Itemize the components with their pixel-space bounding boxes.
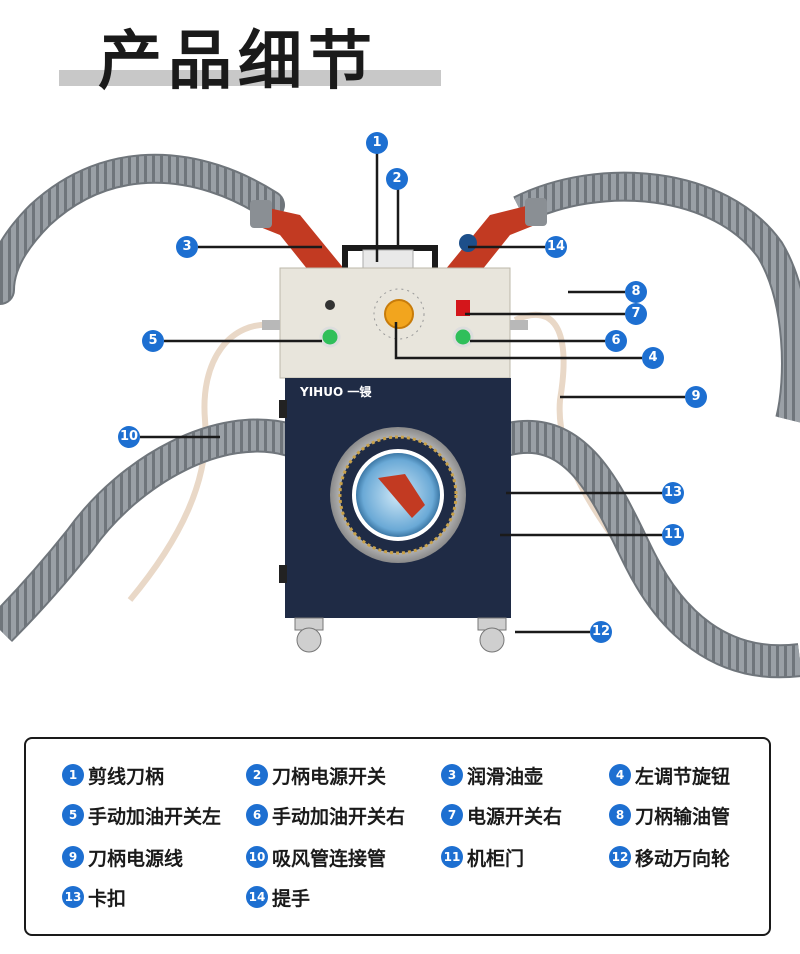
legend-label: 提手 xyxy=(272,887,311,910)
legend-number: 7 xyxy=(441,804,463,826)
legend-number: 1 xyxy=(62,764,84,786)
callout-badge-2: 14 xyxy=(545,236,567,258)
legend-label: 润滑油壶 xyxy=(467,765,544,788)
title-underline-bar xyxy=(59,70,441,86)
callout-badge-10: 10 xyxy=(118,426,140,448)
legend-label: 电源开关右 xyxy=(467,805,563,828)
callout-badge-13: 13 xyxy=(662,482,684,504)
legend-number: 9 xyxy=(62,846,84,868)
legend-number: 2 xyxy=(246,764,268,786)
callout-badge-7: 7 xyxy=(625,303,647,325)
page-title: 产品细节 xyxy=(98,25,378,99)
caster-wheels xyxy=(294,617,507,653)
legend-number: 11 xyxy=(441,846,463,868)
legend-label: 刀柄输油管 xyxy=(635,805,731,828)
callout-badge-9: 9 xyxy=(685,386,707,408)
legend-label: 卡扣 xyxy=(88,887,127,910)
legend-number: 10 xyxy=(246,846,268,868)
legend-label: 左调节旋钮 xyxy=(635,765,731,788)
legend-number: 6 xyxy=(246,804,268,826)
left-cutter-handle xyxy=(250,200,345,285)
legend-label: 手动加油开关左 xyxy=(88,805,222,828)
callout-badge-5: 5 xyxy=(142,330,164,352)
legend-label: 移动万向轮 xyxy=(635,847,731,870)
legend-number: 5 xyxy=(62,804,84,826)
callout-badge-12: 12 xyxy=(590,621,612,643)
legend-number: 4 xyxy=(609,764,631,786)
callout-badge-14: 2 xyxy=(386,168,408,190)
legend-label: 吸风管连接管 xyxy=(272,847,387,870)
callout-badge-3: 1 xyxy=(366,132,388,154)
legend-label: 手动加油开关右 xyxy=(272,805,406,828)
right-lower-hose xyxy=(500,419,800,679)
legend-number: 8 xyxy=(609,804,631,826)
legend-number: 13 xyxy=(62,886,84,908)
callout-badge-8: 8 xyxy=(625,281,647,303)
legend-number: 3 xyxy=(441,764,463,786)
legend-number: 14 xyxy=(246,886,268,908)
callout-badge-4: 4 xyxy=(642,347,664,369)
legend-label: 机柜门 xyxy=(467,847,525,870)
legend-label: 剪线刀柄 xyxy=(88,765,165,788)
right-cutter-handle xyxy=(445,198,547,285)
legend-number: 12 xyxy=(609,846,631,868)
legend-label: 刀柄电源开关 xyxy=(272,765,387,788)
left-lower-hose xyxy=(0,418,295,643)
product-photo: YIHUO 一锓 xyxy=(0,150,800,679)
right-upper-hose xyxy=(513,171,800,423)
brand-logo: YIHUO 一锓 xyxy=(299,384,372,399)
callout-badge-1: 3 xyxy=(176,236,198,258)
legend-label: 刀柄电源线 xyxy=(88,847,184,870)
callout-badge-6: 6 xyxy=(605,330,627,352)
callout-badge-11: 11 xyxy=(662,524,684,546)
left-upper-hose xyxy=(0,153,285,305)
